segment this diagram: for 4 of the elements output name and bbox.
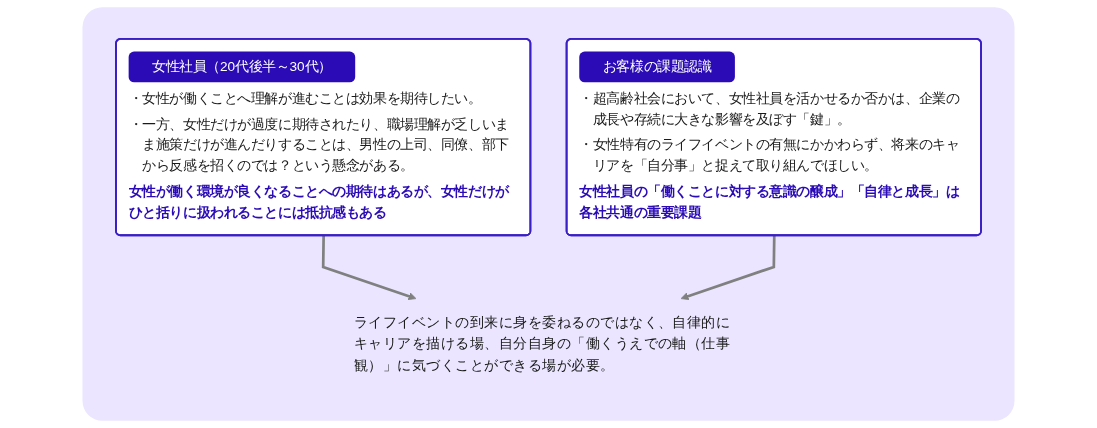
node-text: ライフイベントの到来に身を委ねるのではなく、自律的にキャリアを描ける場、自分自身の「働くうえでの軸（仕事観）」に気づくことができる場が必要。 bbox=[353, 313, 731, 373]
cluster bbox=[82, 7, 1015, 421]
arrow bbox=[680, 235, 776, 301]
arrow bbox=[321, 235, 417, 301]
